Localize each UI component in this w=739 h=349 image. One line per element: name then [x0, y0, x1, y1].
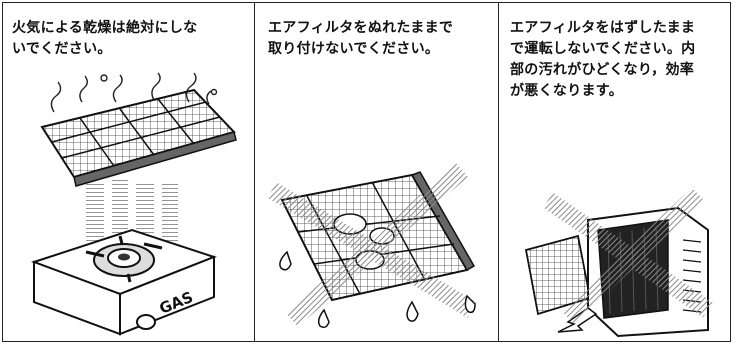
panel-2-caption-line-1: エアフィルタをぬれたままで [268, 20, 454, 36]
wet-filter-crossed-illustration [267, 163, 477, 329]
panel-divider-1 [254, 2, 255, 342]
filter-over-stove-illustration: GAS [30, 72, 237, 336]
panel-3-caption-line-2: で運転しないでください。内 [510, 41, 696, 57]
unit-without-filter-crossed-illustration [524, 190, 714, 338]
panel-1-caption-line-1: 火気による乾燥は絶対にしな [12, 20, 198, 36]
panel-3-caption-line-4: が悪くなります。 [510, 83, 623, 99]
panel-2-caption-line-2: 取り付けないでください。 [268, 41, 440, 57]
panel-3-caption-line-3: 部の汚れがひどくなり，効率 [510, 62, 695, 78]
panel-3-caption-line-1: エアフィルタをはずしたまま [510, 20, 696, 36]
panel-1-caption-line-2: いでください。 [12, 41, 112, 57]
panel-divider-2 [498, 2, 499, 342]
warning-frame [2, 2, 731, 342]
